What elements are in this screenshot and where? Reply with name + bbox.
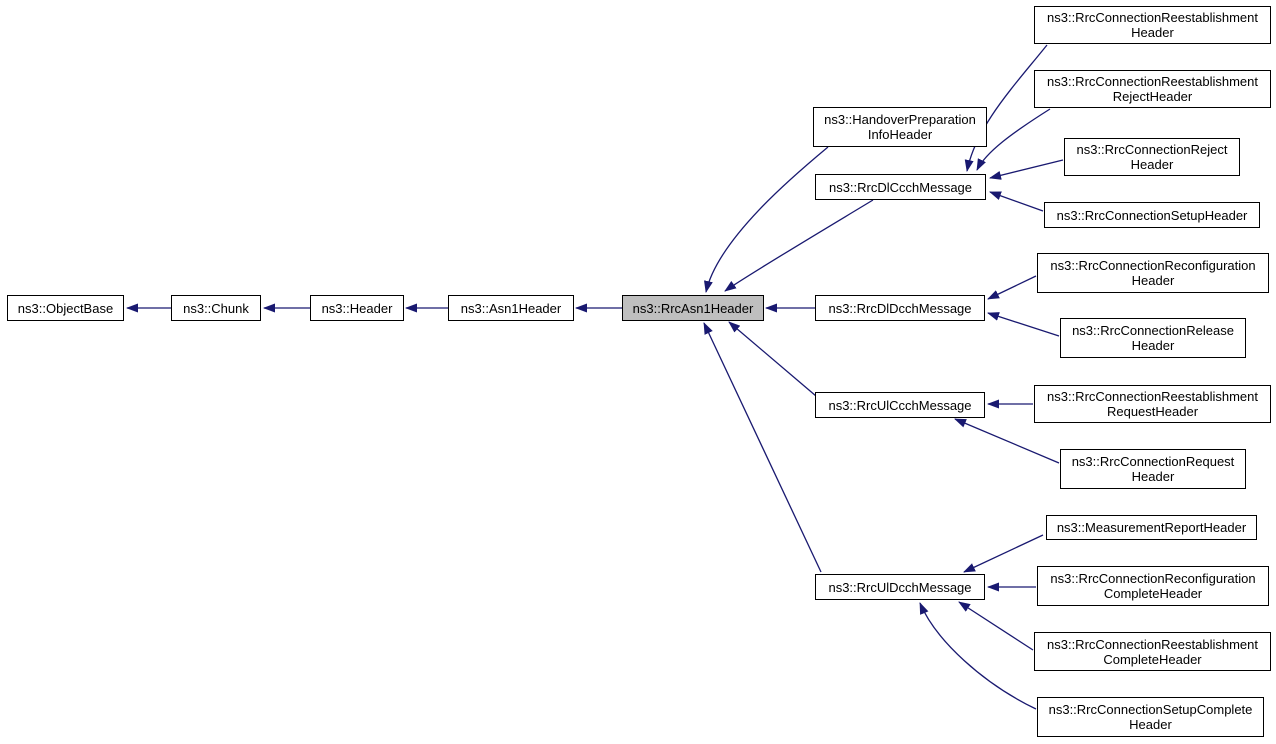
- node-ns3-rrcconnectionreleaseheader[interactable]: ns3::RrcConnectionRelease Header: [1060, 318, 1246, 358]
- node-ns3-rrcconnectionreestablishmentcompleteheader[interactable]: ns3::RrcConnectionReestablishment Comple…: [1034, 632, 1271, 671]
- node-ns3-chunk[interactable]: ns3::Chunk: [171, 295, 261, 321]
- node-ns3-rrcconnectionreestablishmentrejectheader[interactable]: ns3::RrcConnectionReestablishment Reject…: [1034, 70, 1271, 108]
- node-ns3-rrcconnectionreconfigurationcompleteheader[interactable]: ns3::RrcConnectionReconfiguration Comple…: [1037, 566, 1269, 606]
- node-ns3-rrcdlccchmessage[interactable]: ns3::RrcDlCcchMessage: [815, 174, 986, 200]
- node-ns3-header[interactable]: ns3::Header: [310, 295, 404, 321]
- node-ns3-rrcconnectionreconfigurationheader[interactable]: ns3::RrcConnectionReconfiguration Header: [1037, 253, 1269, 293]
- node-ns3-rrcconnectionsetupcompleteheader[interactable]: ns3::RrcConnectionSetupComplete Header: [1037, 697, 1264, 737]
- node-ns3-rrculdcchmessage[interactable]: ns3::RrcUlDcchMessage: [815, 574, 985, 600]
- node-ns3-rrcasn1header[interactable]: ns3::RrcAsn1Header: [622, 295, 764, 321]
- node-ns3-rrculccchmessage[interactable]: ns3::RrcUlCcchMessage: [815, 392, 985, 418]
- node-ns3-rrcconnectionsetupheader[interactable]: ns3::RrcConnectionSetupHeader: [1044, 202, 1260, 228]
- node-ns3-rrcconnectionrejectheader[interactable]: ns3::RrcConnectionReject Header: [1064, 138, 1240, 176]
- node-ns3-rrcconnectionreestablishmentheader[interactable]: ns3::RrcConnectionReestablishment Header: [1034, 6, 1271, 44]
- node-ns3-handoverpreparationinfoheader[interactable]: ns3::HandoverPreparation InfoHeader: [813, 107, 987, 147]
- node-ns3-asn1header[interactable]: ns3::Asn1Header: [448, 295, 574, 321]
- node-ns3-rrcconnectionrequestheader[interactable]: ns3::RrcConnectionRequest Header: [1060, 449, 1246, 489]
- node-ns3-measurementreportheader[interactable]: ns3::MeasurementReportHeader: [1046, 515, 1257, 540]
- node-ns3-objectbase[interactable]: ns3::ObjectBase: [7, 295, 124, 321]
- node-ns3-rrcconnectionreestablishmentrequestheader[interactable]: ns3::RrcConnectionReestablishment Reques…: [1034, 385, 1271, 423]
- node-ns3-rrcdldcchmessage[interactable]: ns3::RrcDlDcchMessage: [815, 295, 985, 321]
